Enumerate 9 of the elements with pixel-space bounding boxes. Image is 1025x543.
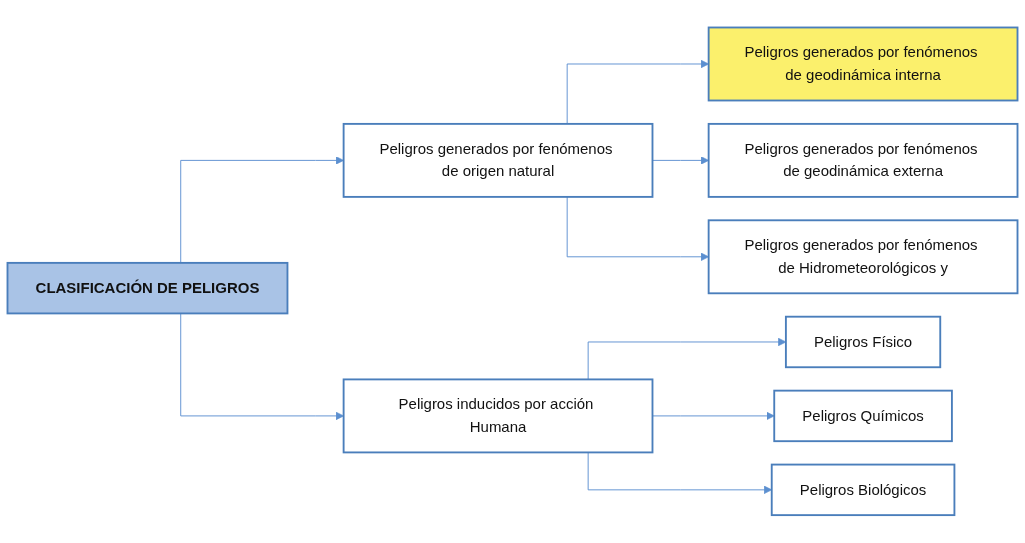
node-box: Peligros Químicos xyxy=(773,389,953,443)
node-box: Peligros Físico xyxy=(784,315,942,369)
node-box: Peligros Biológicos xyxy=(770,463,956,517)
node-box: Peligros generados por fenómenos de geodinámica externa xyxy=(707,123,1019,198)
node-box: Peligros generados por fenómenos de Hidrometeorológicos y xyxy=(707,219,1019,295)
node-box: Peligros generados por fenómenos de geodinámica interna xyxy=(707,26,1019,102)
node-box: CLASIFICACIÓN DE PELIGROS xyxy=(6,262,289,315)
node-box: Peligros inducidos por acción Humana xyxy=(342,378,654,454)
node-box: Peligros generados por fenómenos de origen natural xyxy=(342,123,654,198)
